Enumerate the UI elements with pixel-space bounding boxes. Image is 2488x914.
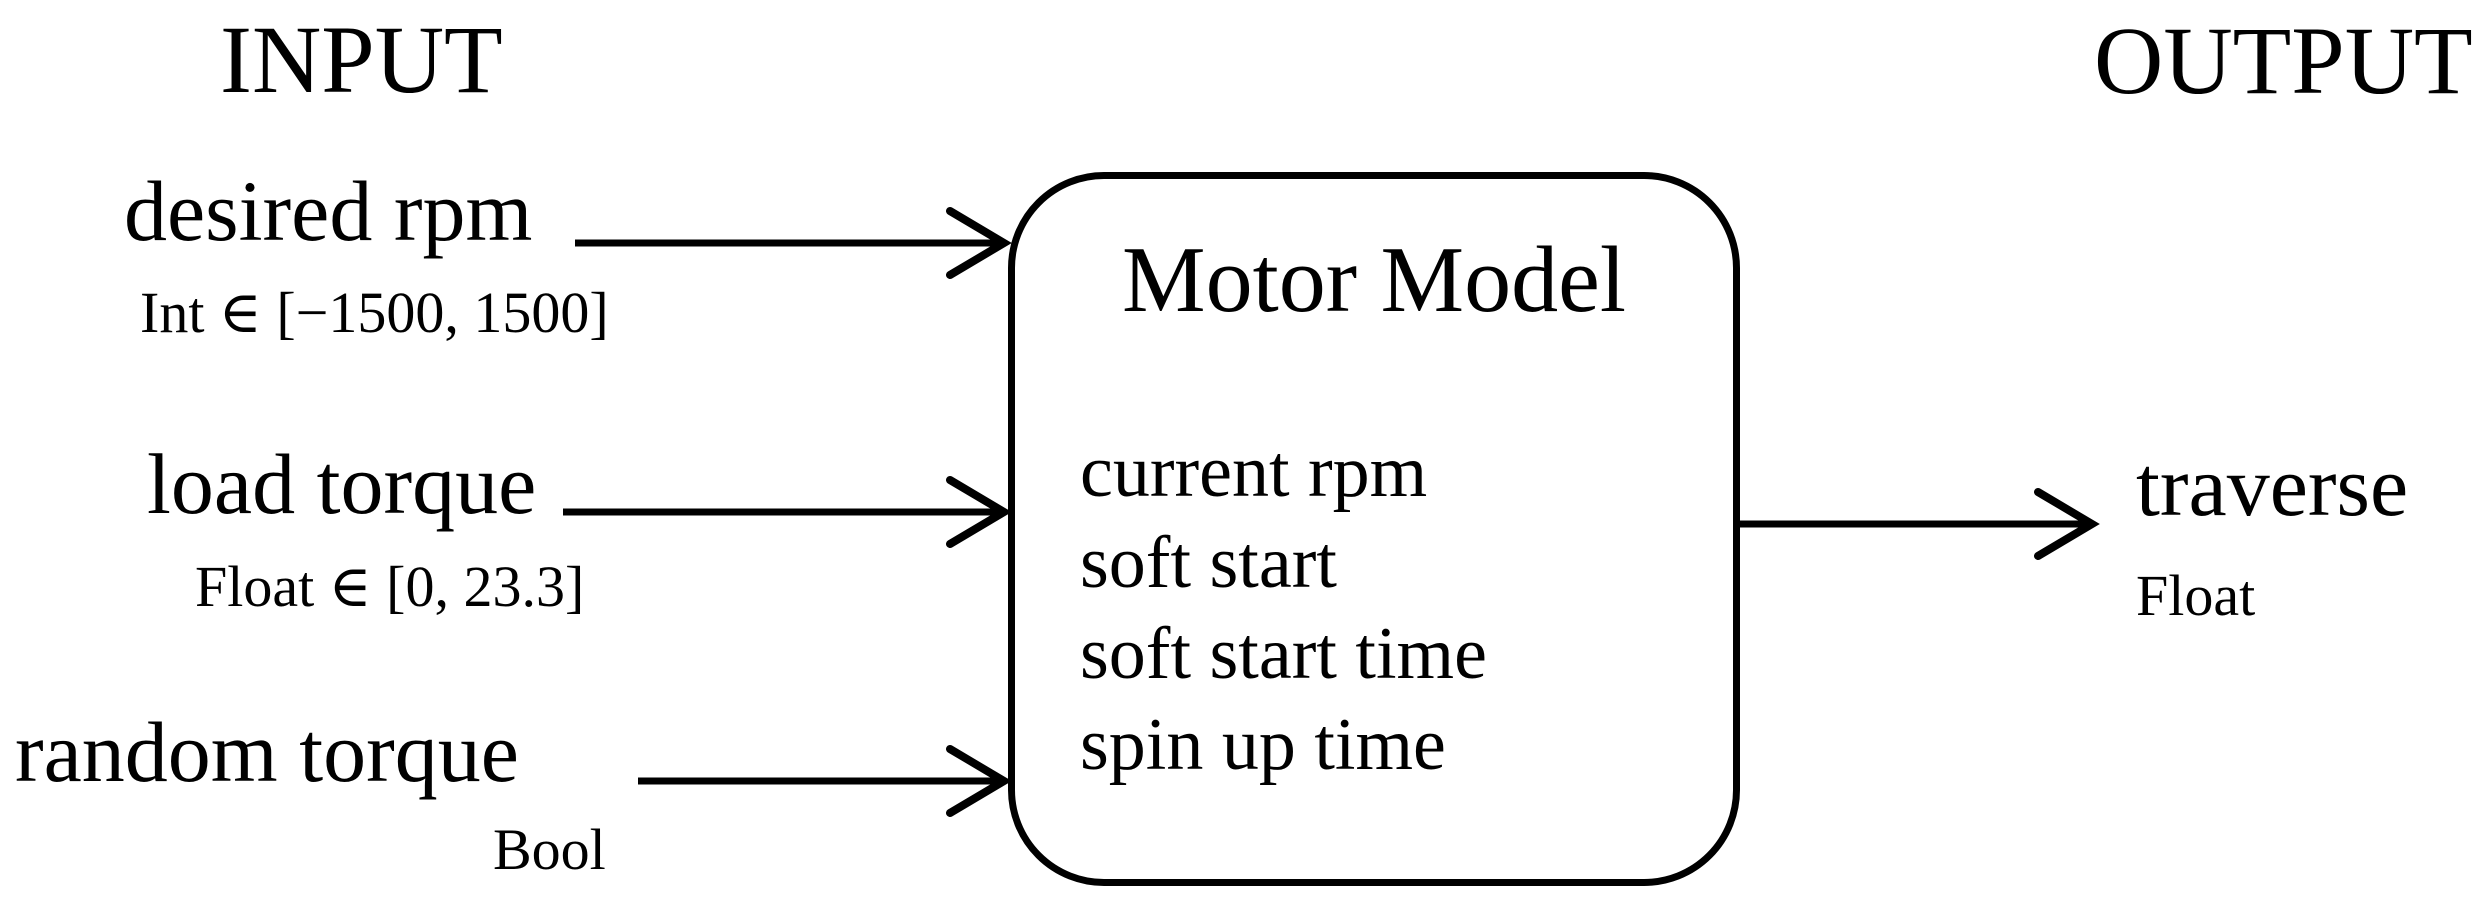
arrow-desired-rpm-to-block — [575, 207, 1012, 279]
input-label-random-torque: random torque — [15, 704, 519, 800]
input-label-desired-rpm: desired rpm — [124, 163, 533, 259]
arrow-block-to-traverse — [1739, 488, 2100, 560]
block-parameter-soft-start: soft start — [1080, 522, 1337, 604]
input-label-load-torque: load torque — [147, 436, 537, 532]
output-label-traverse: traverse — [2136, 438, 2409, 534]
arrow-random-torque-to-block — [638, 745, 1012, 817]
block-parameter-spin-up-time: spin up time — [1080, 704, 1446, 786]
block-parameter-soft-start-time: soft start time — [1080, 613, 1487, 695]
input-section-heading: INPUT — [220, 6, 503, 113]
block-parameter-current-rpm: current rpm — [1080, 431, 1428, 513]
arrowhead-icon — [2034, 488, 2100, 560]
arrowhead-icon — [946, 745, 1012, 817]
input-type-load-torque: Float ∈ [0, 23.3] — [195, 554, 585, 619]
arrowhead-icon — [946, 476, 1012, 548]
motor-model-block — [1008, 172, 1740, 886]
arrow-load-torque-to-block — [563, 476, 1012, 548]
output-section-heading: OUTPUT — [2094, 7, 2473, 114]
output-type-traverse: Float — [2136, 563, 2256, 628]
input-type-random-torque: Bool — [493, 817, 606, 882]
input-type-desired-rpm: Int ∈ [−1500, 1500] — [140, 280, 609, 345]
arrowhead-icon — [946, 207, 1012, 279]
motor-model-title: Motor Model — [1122, 228, 1626, 332]
